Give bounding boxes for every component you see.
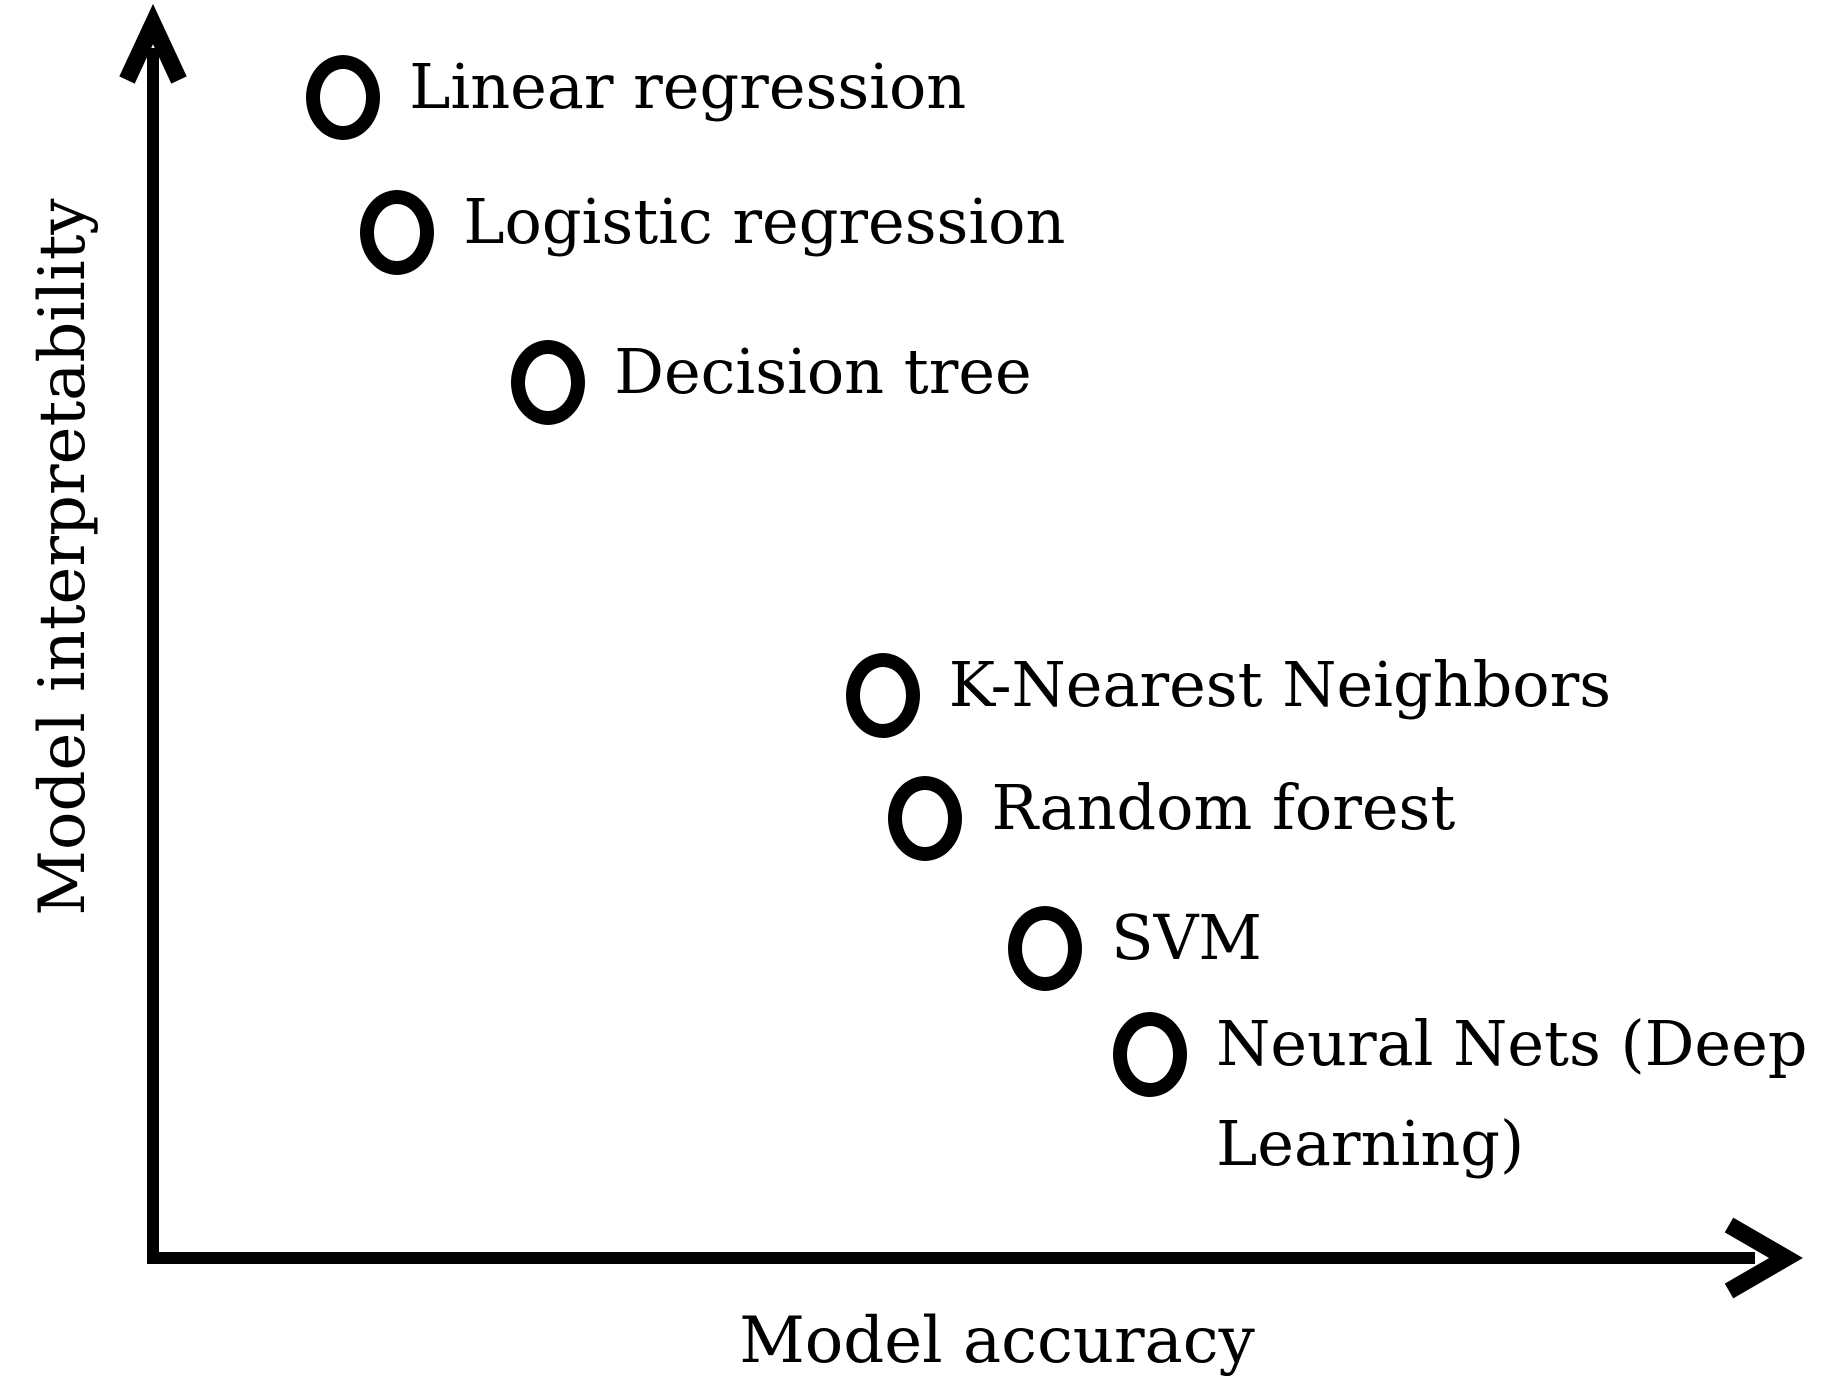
point-label: Linear regression [409, 49, 967, 123]
point-marker-open-circle-icon [888, 775, 963, 861]
point-label: Neural Nets (Deep Learning) [1216, 1006, 1808, 1180]
point-marker-open-circle-icon [511, 339, 586, 425]
point-marker-open-circle-icon [1008, 905, 1083, 991]
point-label: Logistic regression [463, 184, 1066, 258]
point-label: Decision tree [614, 334, 1032, 408]
y-axis-label: Model interpretability [26, 198, 100, 916]
point-label: Random forest [991, 770, 1456, 844]
point-marker-open-circle-icon [845, 652, 920, 738]
point-label: K-Nearest Neighbors [948, 647, 1612, 721]
point-marker-open-circle-icon [1113, 1011, 1188, 1097]
x-axis-arrow-icon [1724, 1217, 1803, 1299]
y-axis-arrow-icon [119, 3, 187, 84]
x-axis-label: Model accuracy [739, 1304, 1255, 1378]
point-marker-open-circle-icon [306, 54, 381, 140]
point-label: SVM [1111, 900, 1262, 974]
point-marker-open-circle-icon [360, 189, 435, 275]
